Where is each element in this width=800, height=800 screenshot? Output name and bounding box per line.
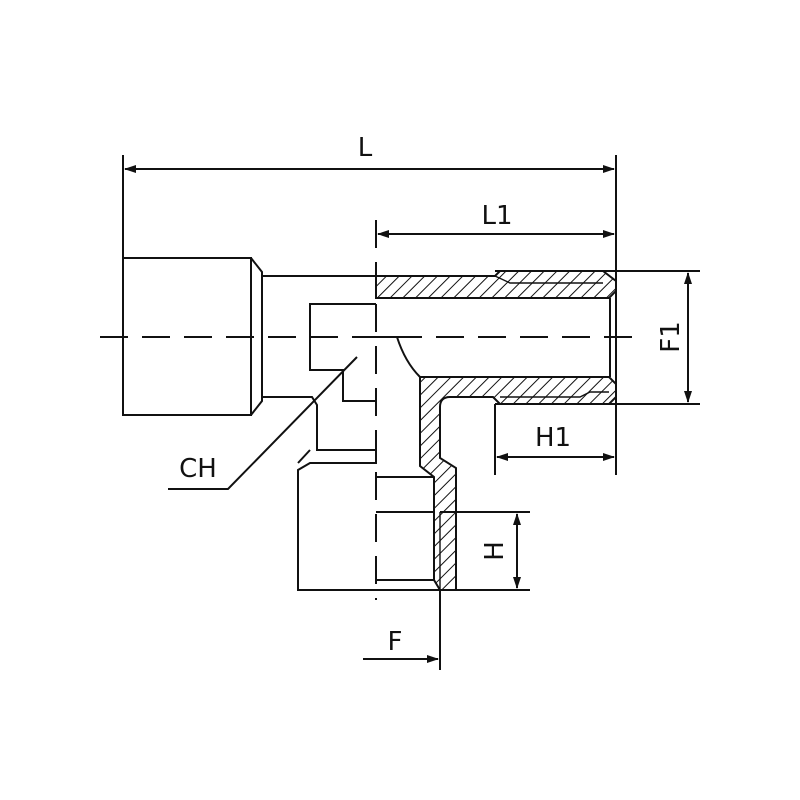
dimension-F1: F1 bbox=[495, 270, 700, 405]
leader-CH: CH bbox=[168, 356, 358, 490]
label-H1: H1 bbox=[535, 423, 571, 453]
inner-hex bbox=[309, 303, 376, 402]
bore-curve bbox=[376, 336, 421, 378]
label-L: L bbox=[358, 133, 373, 163]
dimension-F: F bbox=[363, 590, 441, 670]
bottom-body bbox=[297, 449, 440, 591]
dimension-H1: H1 bbox=[494, 404, 615, 475]
label-CH: CH bbox=[179, 454, 217, 484]
top-wall-section bbox=[375, 270, 617, 299]
left-nut bbox=[122, 257, 376, 451]
dimension-H: H bbox=[440, 511, 530, 591]
dimension-L1: L1 bbox=[377, 201, 615, 238]
label-H: H bbox=[480, 541, 510, 561]
label-F1: F1 bbox=[656, 321, 686, 353]
label-L1: L1 bbox=[481, 201, 512, 231]
dimension-L: L bbox=[122, 133, 617, 475]
label-F: F bbox=[388, 627, 403, 657]
